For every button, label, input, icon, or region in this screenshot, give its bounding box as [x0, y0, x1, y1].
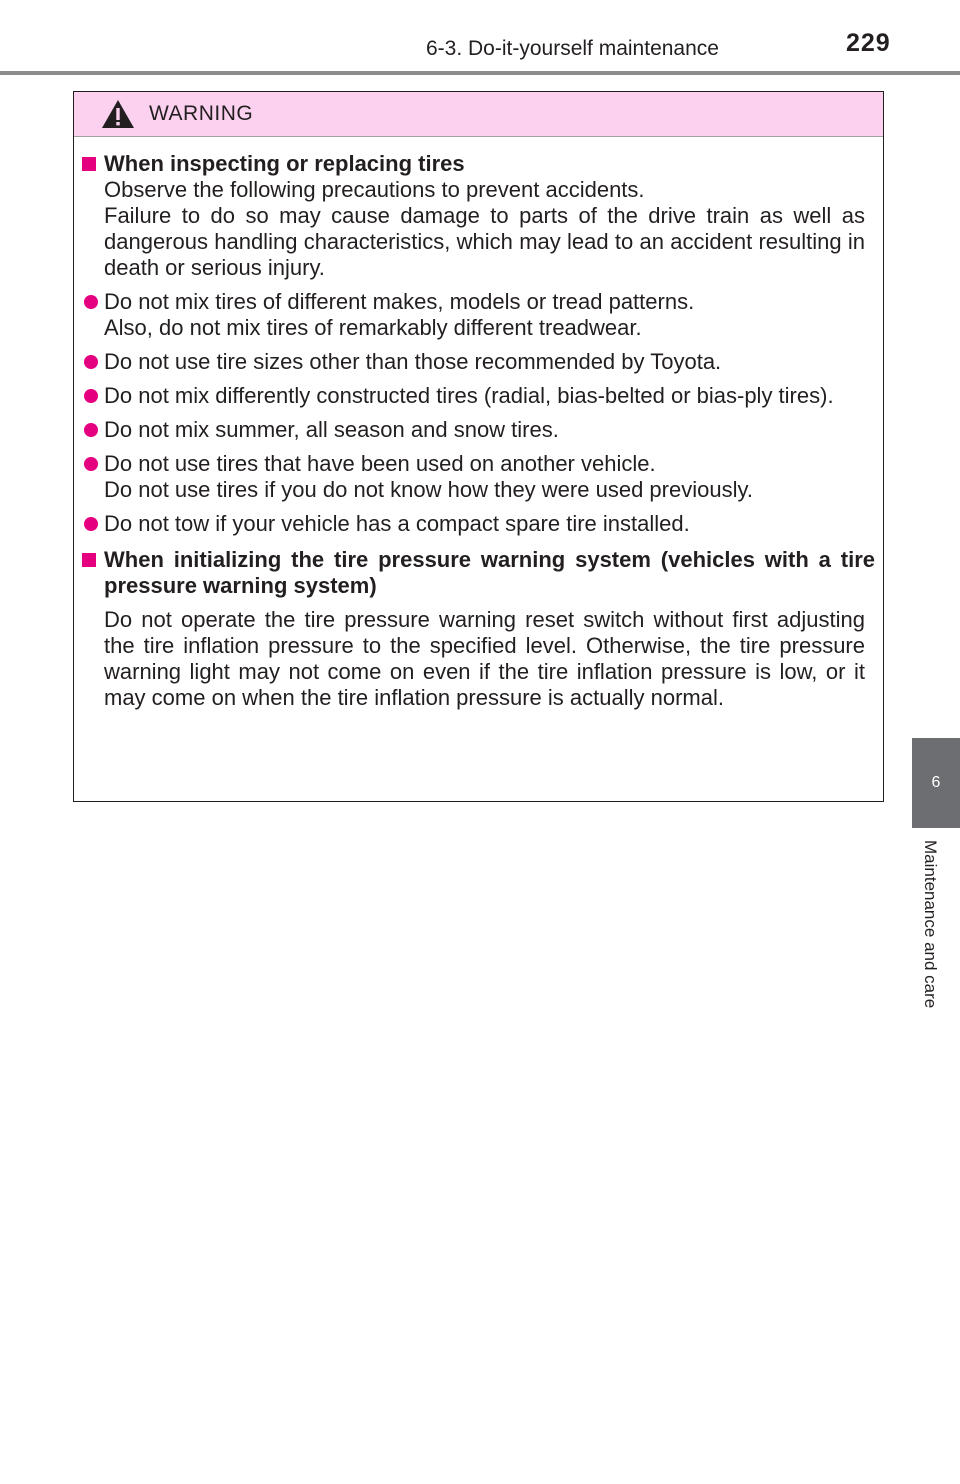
list-item: Do not mix differently constructed tires…: [82, 383, 875, 409]
header-rule: [0, 71, 960, 75]
warning-header: WARNING: [74, 92, 883, 137]
list-item: Do not use tires that have been used on …: [82, 451, 875, 503]
bullet-dot-icon: [84, 295, 98, 309]
warning-triangle-icon: [102, 100, 134, 128]
section-body: Do not operate the tire pressure warning…: [104, 607, 865, 710]
section-title: When initializing the tire pressure warn…: [82, 547, 875, 599]
bullet-dot-icon: [84, 423, 98, 437]
chapter-label: Maintenance and care: [921, 840, 940, 1009]
chapter-number: 6: [931, 774, 941, 791]
bullet-dot-icon: [84, 389, 98, 403]
square-bullet-icon: [82, 157, 96, 171]
warning-box: WARNING When inspecting or replacing tir…: [73, 91, 884, 802]
bullet-dot-icon: [84, 517, 98, 531]
warning-body: When inspecting or replacing tires Obser…: [74, 137, 883, 711]
bullet-dot-icon: [84, 457, 98, 471]
list-item: Do not tow if your vehicle has a compact…: [82, 511, 875, 537]
header-section-title: 6-3. Do-it-yourself maintenance: [426, 37, 719, 60]
warning-title: WARNING: [149, 102, 254, 125]
section-intro: Observe the following precautions to pre…: [104, 177, 645, 202]
section-title: When inspecting or replacing tires: [82, 151, 875, 177]
square-bullet-icon: [82, 553, 96, 567]
list-item: Do not mix tires of different makes, mod…: [82, 289, 875, 341]
page-number: 229: [846, 29, 891, 57]
chapter-tab[interactable]: 6: [912, 738, 960, 828]
bullet-dot-icon: [84, 355, 98, 369]
list-item: Do not mix summer, all season and snow t…: [82, 417, 875, 443]
section-intro-detail: Failure to do so may cause damage to par…: [104, 203, 865, 280]
list-item: Do not use tire sizes other than those r…: [82, 349, 875, 375]
